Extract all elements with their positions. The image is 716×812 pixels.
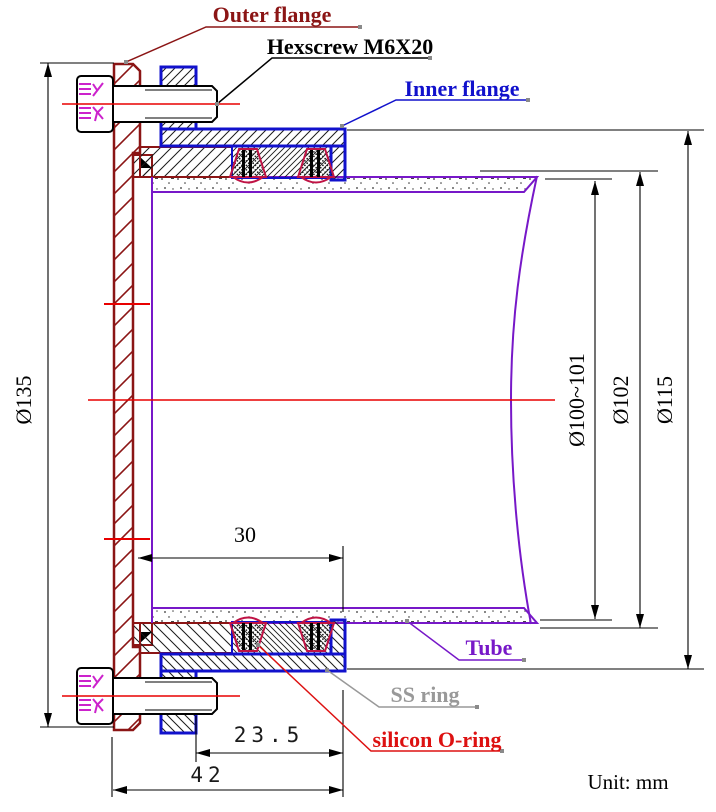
outer-flange-plate bbox=[112, 62, 142, 732]
leader-lines bbox=[125, 26, 528, 752]
tube-leader bbox=[406, 620, 524, 661]
hexscrew-label: Hexscrew M6X20 bbox=[267, 34, 433, 59]
silicon-oring-leader bbox=[257, 644, 502, 752]
inner-flange-label: Inner flange bbox=[404, 76, 519, 101]
leader-dots bbox=[124, 25, 530, 753]
unit-note: Unit: mm bbox=[587, 770, 668, 794]
dimension-arrows bbox=[44, 63, 692, 794]
dim-offset-23-5: 23.5 bbox=[234, 723, 305, 747]
tube-label: Tube bbox=[466, 635, 513, 660]
dim-flange-od: Ø135 bbox=[11, 376, 36, 425]
dim-tube-id: Ø100~101 bbox=[564, 353, 589, 447]
dim-overall-42: 42 bbox=[190, 763, 225, 787]
dim-bore: Ø115 bbox=[652, 376, 677, 424]
ss-ring-label: SS ring bbox=[390, 682, 459, 707]
inner-flange-leader bbox=[341, 99, 528, 127]
silicon-oring-label: silicon O-ring bbox=[373, 727, 502, 752]
outer-flange-label: Outer flange bbox=[213, 2, 332, 27]
ss-ring-leader bbox=[326, 669, 477, 708]
outer-flange-leader bbox=[125, 26, 360, 63]
dim-depth-30: 30 bbox=[234, 522, 256, 547]
dim-tube-od: Ø102 bbox=[608, 376, 633, 425]
hexscrew-leader bbox=[216, 57, 430, 105]
dimension-lines bbox=[40, 62, 704, 797]
centerlines bbox=[62, 103, 555, 697]
